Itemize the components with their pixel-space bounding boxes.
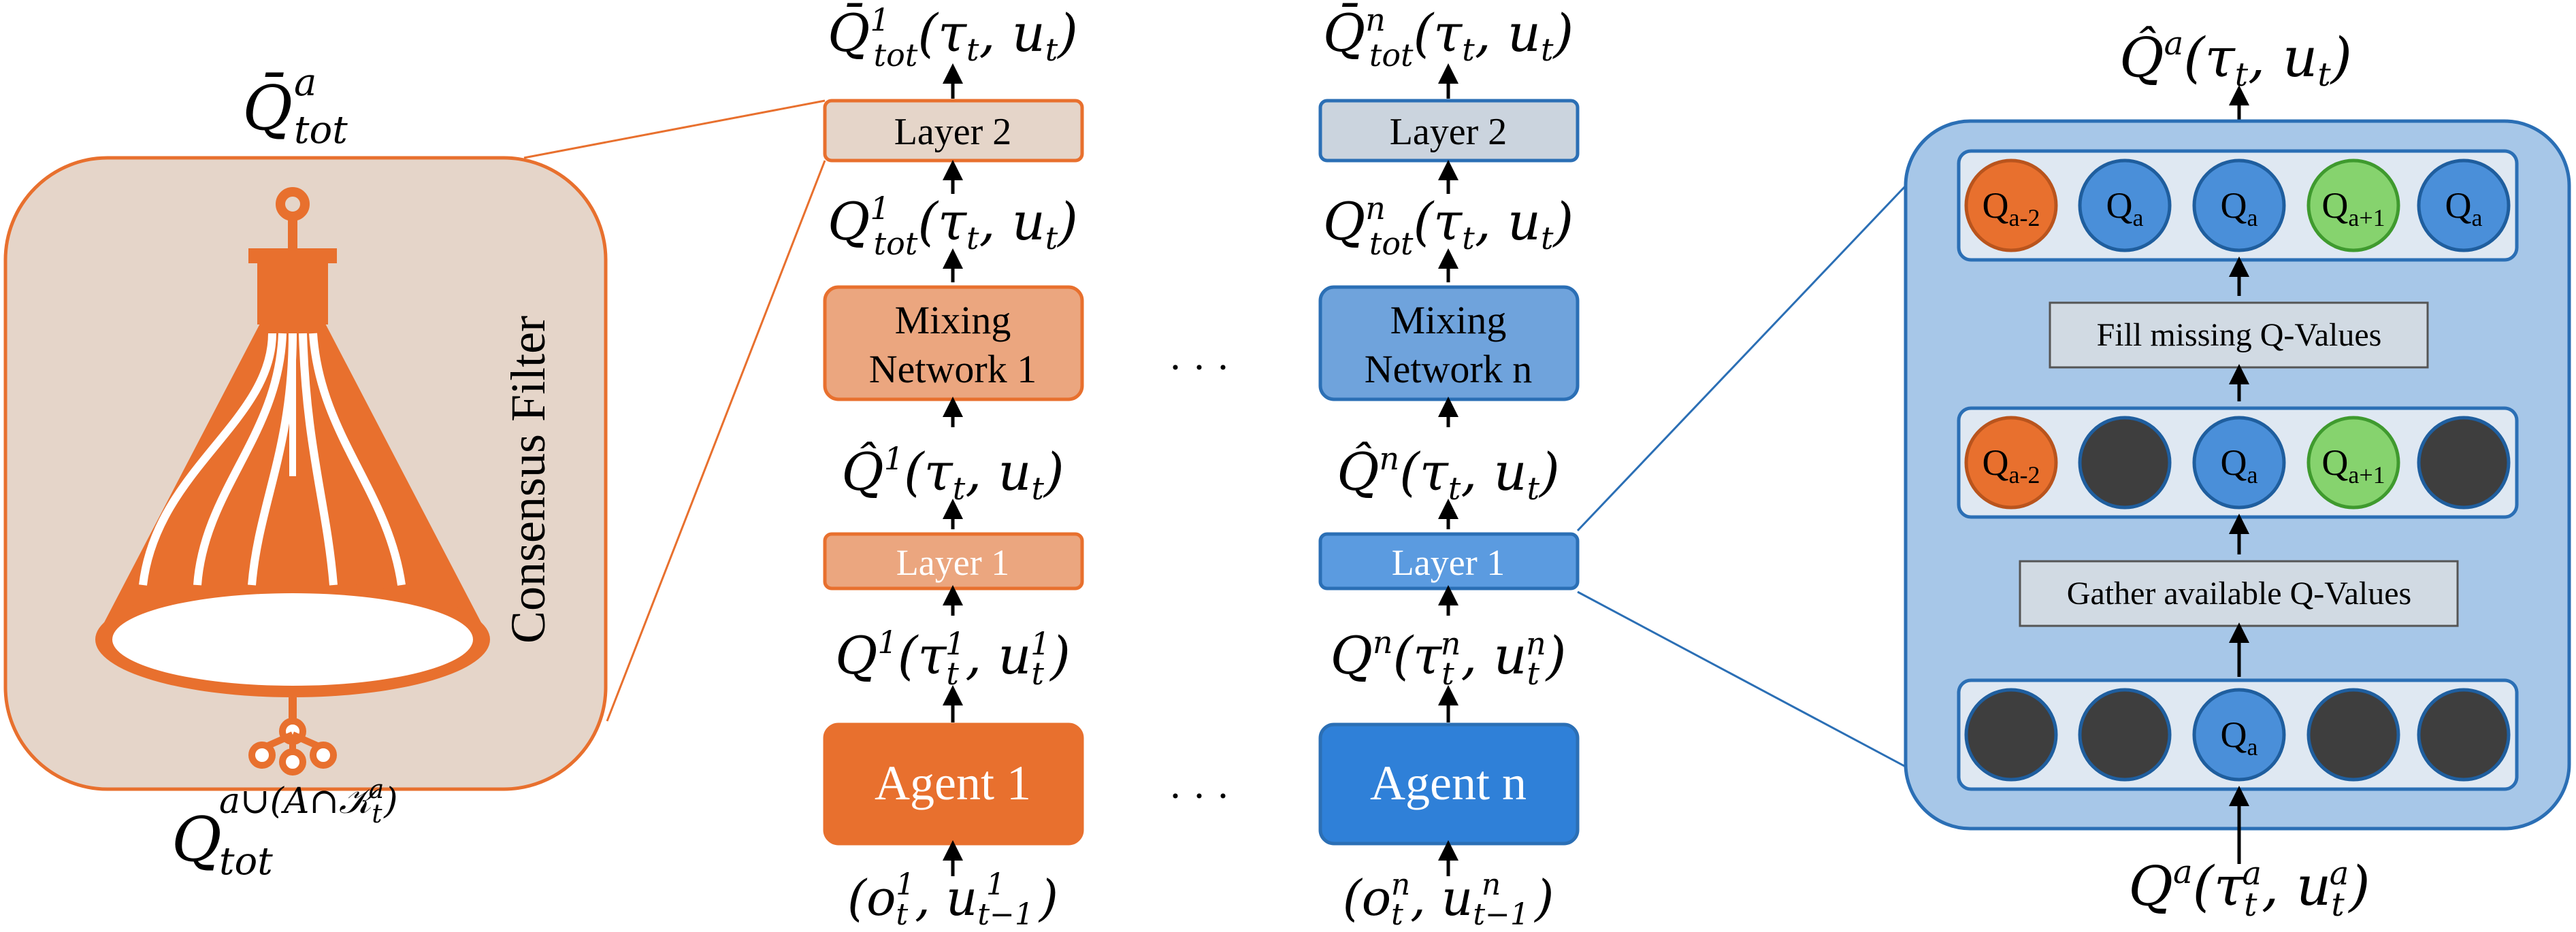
coln-layer1-label: Layer 1 bbox=[1392, 542, 1505, 583]
coln-agent-output: Qn(τtn, utn) bbox=[1331, 624, 1567, 692]
col1-agent-output: Q1(τt1, ut1) bbox=[835, 624, 1071, 692]
col1-mixing-line2: Network 1 bbox=[869, 347, 1037, 391]
q-value-label: Qa bbox=[2221, 442, 2258, 488]
fill-missing-box bbox=[2049, 301, 2429, 369]
q-value-label: Qa+1 bbox=[2321, 185, 2385, 231]
col1-mixing-line1: Mixing bbox=[895, 298, 1011, 342]
coln-layer2-label: Layer 2 bbox=[1390, 111, 1507, 153]
q-value-circle-dark bbox=[2078, 416, 2172, 510]
col1-layer1-label: Layer 1 bbox=[896, 542, 1009, 583]
detail-input: Qa(τta, uta) bbox=[2128, 853, 2370, 924]
q-value-circle-dark bbox=[2078, 688, 2172, 782]
q-value-circle-blue bbox=[2192, 688, 2286, 782]
col1-layer2-label: Layer 2 bbox=[894, 111, 1012, 153]
row-mid-circles: Qa-2 Qa Qa+1 bbox=[1964, 416, 2511, 510]
consensus-filter-group: Q̄ a tot Consensus Filter bbox=[3, 61, 826, 884]
consensus-title-sub: tot bbox=[294, 108, 348, 152]
row-top-circles: Qa-2 Qa Qa Qa+1 Qa bbox=[1964, 159, 2511, 252]
coln-input: (otn, ut−1n) bbox=[1343, 867, 1554, 932]
consensus-filter-label: Consensus Filter bbox=[501, 316, 555, 644]
col1-agent-label: Agent 1 bbox=[875, 756, 1031, 810]
q-value-circle-blue bbox=[2078, 159, 2172, 252]
consensus-bottom-symbol: Q bbox=[172, 804, 222, 876]
consensus-title: Q̄ bbox=[242, 72, 293, 144]
col1-hat-output: Q̂1(τt, ut) bbox=[841, 440, 1064, 507]
q-value-circle-green bbox=[2306, 416, 2400, 510]
consensus-bottom-sup: a∪(A∩𝒦ta) bbox=[219, 774, 398, 829]
q-value-label: Qa-2 bbox=[1983, 185, 2040, 231]
fill-missing-label: Fill missing Q-Values bbox=[2097, 317, 2382, 353]
ellipsis-agents: · · · bbox=[1169, 773, 1230, 818]
q-value-circle-blue bbox=[2417, 159, 2511, 252]
q-value-label: Qa+1 bbox=[2321, 442, 2385, 488]
col1-input: (ot1, ut−11) bbox=[847, 867, 1058, 932]
coln-mixing-line2: Network n bbox=[1365, 347, 1532, 391]
consensus-title-sup: a bbox=[294, 61, 316, 105]
q-value-circle-orange bbox=[1964, 416, 2058, 510]
q-value-circle-blue bbox=[2192, 159, 2286, 252]
gather-available-box bbox=[2019, 560, 2459, 627]
q-value-circle-orange bbox=[1964, 159, 2058, 252]
q-value-label: Qa bbox=[2445, 185, 2483, 231]
coln-mixing-line1: Mixing bbox=[1390, 298, 1507, 342]
ellipsis-mixing: · · · bbox=[1169, 345, 1230, 390]
detail-output: Q̂a(τt, ut) bbox=[2119, 24, 2352, 94]
row-bottom-circles: Qa bbox=[1964, 688, 2511, 782]
q-value-label: Qa bbox=[2221, 714, 2258, 761]
gather-available-label: Gather available Q-Values bbox=[2067, 576, 2411, 612]
funnel-icon bbox=[95, 187, 490, 776]
detail-connector-top bbox=[1576, 142, 1948, 532]
coln-agent-label: Agent n bbox=[1370, 756, 1527, 810]
coln-hat-output: Q̂n(τt, ut) bbox=[1337, 440, 1560, 507]
q-value-circle-dark bbox=[1964, 688, 2058, 782]
q-value-label: Qa bbox=[2106, 185, 2144, 231]
q-value-label: Qa-2 bbox=[1983, 442, 2040, 488]
consensus-bottom-sub: tot bbox=[219, 839, 273, 884]
q-value-circle-dark bbox=[2306, 688, 2400, 782]
q-value-circle-dark bbox=[2417, 688, 2511, 782]
q-value-circle-green bbox=[2306, 159, 2400, 252]
q-value-label: Qa bbox=[2221, 185, 2258, 231]
q-value-circle-dark bbox=[2417, 416, 2511, 510]
connector-line-bottom bbox=[606, 160, 826, 722]
connector-line-top bbox=[523, 99, 826, 159]
q-value-circle-blue bbox=[2192, 416, 2286, 510]
